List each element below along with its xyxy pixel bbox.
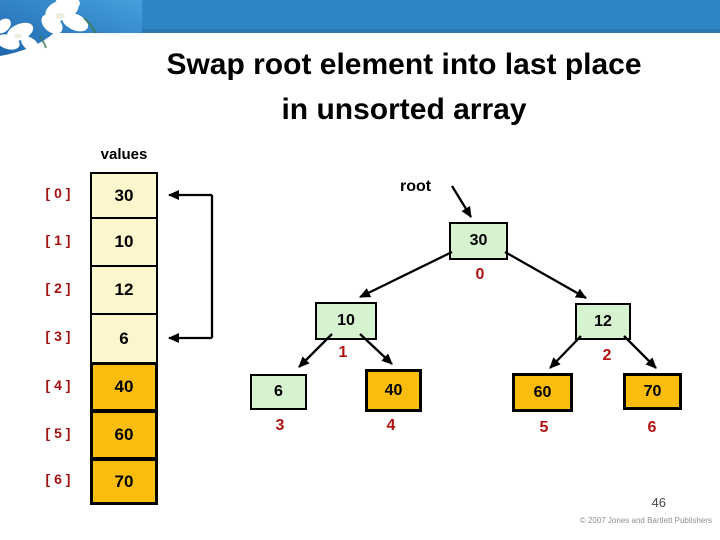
array-cell-4: 40 (90, 362, 158, 412)
flower-decoration-icon (0, 0, 142, 56)
tree-node-12: 12 (575, 303, 631, 340)
array-index-0: [ 0 ] (45, 185, 71, 201)
tree-node-10: 10 (315, 302, 377, 340)
tree-node-60: 60 (512, 373, 573, 412)
array-index-1: [ 1 ] (45, 232, 71, 248)
tree-index-4: 4 (386, 417, 396, 434)
copyright-text: © 2007 Jones and Bartlett Publishers (579, 516, 712, 525)
root-pointer-arrow (451, 185, 472, 218)
array-index-5: [ 5 ] (45, 425, 71, 441)
slide-title: Swap root element into last place in uns… (80, 42, 720, 132)
tree-index-3: 3 (275, 417, 285, 434)
tree-node-70: 70 (623, 373, 682, 410)
tree-index-5: 5 (539, 419, 549, 436)
root-pointer-label: root (400, 178, 432, 195)
array-cell-2: 12 (90, 265, 158, 315)
slide-title-line1: Swap root element into last place (166, 48, 642, 81)
array-cell-6: 70 (90, 458, 158, 505)
array-index-3: [ 3 ] (45, 328, 71, 344)
tree-index-6: 6 (647, 419, 657, 436)
tree-node-30: 30 (449, 222, 508, 260)
array-cell-1: 10 (90, 217, 158, 267)
tree-edges (298, 250, 657, 369)
array-cell-5: 60 (90, 410, 158, 460)
tree-index-2: 2 (602, 347, 612, 364)
slide-title-line2: in unsorted array (281, 93, 527, 126)
page-number: 46 (651, 495, 666, 510)
array-index-6: [ 6 ] (45, 471, 71, 487)
array-values-label: values (100, 146, 148, 163)
tree-node-6: 6 (250, 374, 307, 410)
tree-node-40: 40 (365, 369, 422, 412)
tree-index-1: 1 (338, 344, 348, 361)
swap-arrow (168, 190, 214, 343)
array-index-2: [ 2 ] (45, 280, 71, 296)
array-index-4: [ 4 ] (45, 377, 71, 393)
tree-index-0: 0 (475, 266, 485, 283)
